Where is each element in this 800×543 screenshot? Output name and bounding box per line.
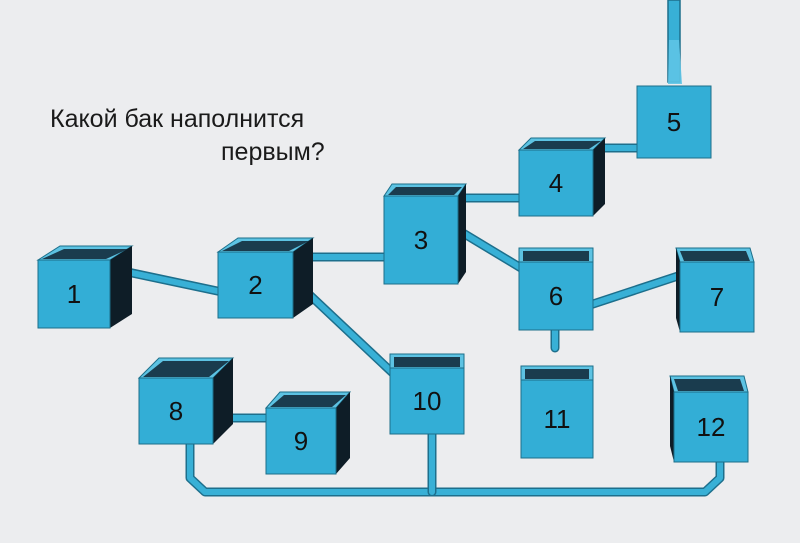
tank-front (518, 261, 594, 331)
tank-front (520, 379, 594, 459)
water-stream (668, 40, 682, 84)
tank-opening (525, 369, 589, 379)
tank-4: 4 (517, 137, 607, 217)
tank-front (217, 251, 294, 319)
tank-front (383, 195, 459, 285)
tank-front (673, 391, 749, 463)
tank-9: 9 (264, 391, 352, 475)
tank-number: 4 (549, 168, 563, 198)
tank-number: 11 (544, 404, 571, 434)
tank-number: 1 (67, 279, 81, 309)
tank-opening (674, 379, 744, 391)
tank-side (336, 392, 350, 474)
tank-front (389, 367, 465, 435)
tank-side (593, 138, 605, 216)
tank-side (458, 184, 466, 284)
pipe-3-6 (455, 227, 524, 271)
tank-6: 6 (518, 247, 594, 331)
tank-7: 7 (675, 247, 755, 333)
tank-opening (680, 251, 750, 261)
tank-side (293, 238, 313, 318)
tank-opening (42, 249, 128, 259)
tank-12: 12 (669, 375, 749, 463)
tank-front (679, 261, 755, 333)
tank-number: 9 (294, 426, 308, 456)
pipe-1-2 (115, 267, 225, 295)
tank-side (676, 248, 680, 332)
tank-front (265, 407, 337, 475)
tank-number: 7 (710, 282, 724, 312)
tank-opening (523, 141, 601, 149)
tank-opening (270, 395, 346, 407)
tank-5: 5 (636, 85, 712, 159)
tank-front (138, 377, 214, 445)
tank-10: 10 (389, 353, 465, 435)
tank-front (37, 259, 111, 329)
tank-1: 1 (36, 245, 134, 329)
tank-number: 10 (413, 386, 442, 416)
tank-opening (388, 187, 462, 195)
tank-side (213, 358, 233, 444)
tank-11: 11 (520, 365, 594, 459)
pipe-2-10 (294, 280, 401, 381)
tank-opening (143, 361, 229, 377)
tank-number: 5 (667, 107, 681, 137)
tank-opening (394, 357, 460, 367)
tank-side (670, 376, 674, 462)
tank-3: 3 (383, 183, 467, 285)
tank-front (636, 85, 712, 159)
tank-opening (523, 251, 589, 261)
tank-number: 2 (248, 270, 262, 300)
tank-number: 3 (414, 225, 428, 255)
tank-front (518, 149, 594, 217)
tank-number: 8 (169, 396, 183, 426)
question-line-1: Какой бак наполнится (50, 105, 305, 133)
tank-8: 8 (137, 357, 235, 445)
question-line-2: первым? (221, 138, 325, 166)
tank-2: 2 (216, 237, 315, 319)
tank-number: 6 (549, 281, 563, 311)
tank-number: 12 (697, 412, 726, 442)
tank-opening (222, 241, 309, 251)
tank-side (110, 246, 132, 328)
pipe-6-7 (587, 272, 684, 308)
pipe-bottom-manifold (187, 437, 723, 495)
